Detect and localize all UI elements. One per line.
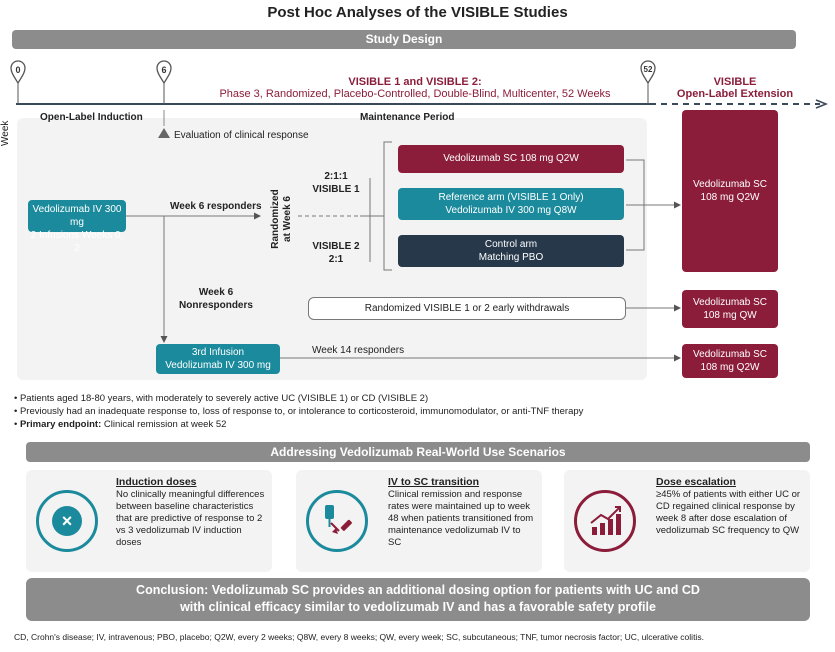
ole-qw-box: Vedolizumab SC 108 mg QW	[682, 290, 778, 328]
week14-responders-label: Week 14 responders	[312, 345, 405, 356]
induction-line1: Vedolizumab IV 300 mg	[32, 204, 122, 228]
reference-arm-line2: Vedolizumab IV 300 mg Q8W	[445, 205, 577, 216]
control-arm-box: Control arm Matching PBO	[398, 235, 624, 267]
evaluation-label: Evaluation of clinical response	[174, 130, 309, 141]
week-0-marker-icon: 0	[10, 60, 26, 85]
criteria-list: • Patients aged 18-80 years, with modera…	[14, 392, 583, 431]
visible2-label: VISIBLE 2 2:1	[306, 240, 366, 266]
randomized-label: Randomized at Week 6	[270, 176, 294, 262]
week-6-marker-icon: 6	[156, 60, 172, 85]
card-iv-to-sc: IV to SC transition Clinical remission a…	[296, 470, 542, 572]
induction-line2: 2 Infusions Weeks 0, 2	[30, 230, 124, 254]
sc-arm-box: Vedolizumab SC 108 mg Q2W	[398, 145, 624, 173]
randomized-line2: at Week 6	[282, 196, 293, 242]
induction-phase-label: Open-Label Induction	[40, 112, 143, 123]
week-6-label: 6	[161, 65, 167, 75]
primary-endpoint-label: Primary endpoint:	[19, 419, 102, 430]
visible-header-title: VISIBLE 1 and VISIBLE 2:	[348, 76, 482, 88]
week6-responders-label: Week 6 responders	[170, 201, 262, 212]
card2-body: Clinical remission and response rates we…	[388, 489, 534, 548]
nonresponders-line1: Week 6	[198, 287, 234, 298]
card-dose-escalation: Dose escalation ≥45% of patients with ei…	[564, 470, 810, 572]
card-induction-doses: × Induction doses No clinically meaningf…	[26, 470, 272, 572]
maintenance-phase-label: Maintenance Period	[360, 112, 455, 123]
criteria-item: • Patients aged 18-80 years, with modera…	[14, 393, 429, 404]
ole-q2w2-line2: 108 mg Q2W	[700, 362, 760, 373]
visible2-ratio: 2:1	[328, 254, 344, 265]
third-infusion-line1: 3rd Infusion	[191, 347, 245, 358]
card3-head: Dose escalation	[656, 476, 736, 488]
reference-arm-box: Reference arm (VISIBLE 1 Only) Vedolizum…	[398, 188, 624, 220]
visible-header: VISIBLE 1 and VISIBLE 2: Phase 3, Random…	[200, 76, 630, 100]
reference-arm-line1: Reference arm (VISIBLE 1 Only)	[438, 192, 584, 203]
ole-q2w-box: Vedolizumab SC 108 mg Q2W	[682, 110, 778, 272]
ole-q2w-line1: Vedolizumab SC	[693, 179, 767, 190]
card1-head: Induction doses	[116, 476, 197, 488]
nonresponders-label: Week 6 Nonresponders	[176, 286, 256, 312]
visible1-name: VISIBLE 1	[312, 184, 360, 195]
criteria-text-2: Previously had an inadequate response to…	[19, 406, 584, 417]
ole-header: VISIBLE Open-Label Extension	[660, 76, 810, 100]
week-axis-label: Week	[0, 120, 11, 146]
visible1-ratio: 2:1:1	[324, 171, 348, 182]
ole-q2w2-line1: Vedolizumab SC	[693, 349, 767, 360]
criteria-text-1: Patients aged 18-80 years, with moderate…	[19, 393, 429, 404]
early-withdrawals-box: Randomized VISIBLE 1 or 2 early withdraw…	[308, 297, 626, 320]
randomized-line1: Randomized	[270, 189, 281, 249]
primary-endpoint-text: Clinical remission at week 52	[101, 419, 227, 430]
abbreviations-footer: CD, Crohn's disease; IV, intravenous; PB…	[14, 632, 704, 642]
study-design-bar: Study Design	[12, 30, 796, 49]
card2-head: IV to SC transition	[388, 476, 480, 488]
week-0-label: 0	[15, 65, 21, 75]
page-title: Post Hoc Analyses of the VISIBLE Studies	[267, 4, 568, 21]
scenarios-bar: Addressing Vedolizumab Real-World Use Sc…	[26, 442, 810, 462]
week-52-label: 52	[643, 65, 653, 74]
control-arm-line1: Control arm	[484, 239, 538, 250]
rising-bar-chart-icon	[574, 490, 636, 552]
ole-header-line2: Open-Label Extension	[676, 88, 794, 100]
conclusion-banner: Conclusion: Vedolizumab SC provides an a…	[26, 578, 810, 621]
conclusion-line1: Conclusion: Vedolizumab SC provides an a…	[136, 583, 700, 597]
criteria-item: • Previously had an inadequate response …	[14, 406, 584, 417]
visible-header-subtitle: Phase 3, Randomized, Placebo-Controlled,…	[219, 88, 611, 100]
x-circle-icon: ×	[36, 490, 98, 552]
ole-qw-line1: Vedolizumab SC	[693, 297, 767, 308]
ole-qw-line2: 108 mg QW	[703, 310, 757, 321]
ole-q2w-line2: 108 mg Q2W	[700, 192, 760, 203]
card3-body: ≥45% of patients with either UC or CD re…	[656, 489, 801, 536]
control-arm-line2: Matching PBO	[478, 252, 544, 263]
iv-to-syringe-icon	[306, 490, 368, 552]
ole-q2w-box-2: Vedolizumab SC 108 mg Q2W	[682, 344, 778, 378]
ole-header-line1: VISIBLE	[713, 76, 757, 88]
card1-body: No clinically meaningful differences bet…	[116, 489, 265, 548]
criteria-item: • Primary endpoint: Clinical remission a…	[14, 419, 227, 430]
third-infusion-box: 3rd Infusion Vedolizumab IV 300 mg	[156, 344, 280, 374]
third-infusion-line2: Vedolizumab IV 300 mg	[165, 360, 271, 371]
visible1-label: 2:1:1 VISIBLE 1	[306, 170, 366, 196]
visible2-name: VISIBLE 2	[312, 241, 360, 252]
nonresponders-line2: Nonresponders	[179, 300, 253, 311]
induction-box: Vedolizumab IV 300 mg 2 Infusions Weeks …	[28, 200, 126, 254]
week-52-marker-icon: 52	[640, 60, 656, 85]
conclusion-line2: with clinical efficacy similar to vedoli…	[180, 600, 656, 614]
